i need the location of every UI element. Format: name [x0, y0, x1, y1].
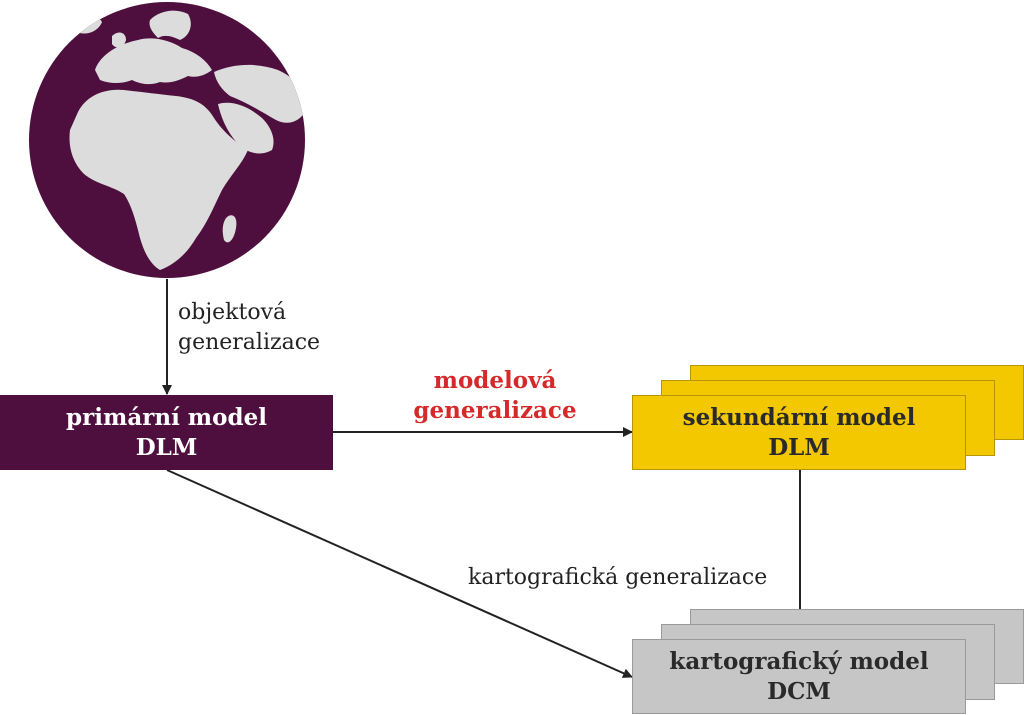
arrow-primary-to-carto	[166, 469, 633, 678]
modelova-line2: generalizace	[413, 397, 577, 424]
modelova-generalizace-label: modelová generalizace	[412, 366, 578, 426]
carto-model-box: kartografický model DCM	[632, 639, 966, 714]
primary-model-box: primární model DLM	[0, 395, 333, 470]
primary-model-acronym: DLM	[135, 433, 198, 461]
modelova-line1: modelová	[433, 367, 557, 394]
objektova-line1: objektová	[178, 300, 287, 325]
kartograficka-generalizace-label: kartografická generalizace	[468, 565, 768, 590]
objektova-line2: generalizace	[178, 330, 321, 355]
secondary-model-box: sekundární model DLM	[632, 395, 966, 470]
secondary-model-acronym: DLM	[768, 433, 830, 461]
objektova-generalizace-label: objektová generalizace	[178, 298, 320, 358]
earth-globe-icon	[29, 2, 305, 278]
primary-model-title: primární model	[66, 403, 267, 431]
secondary-model-title: sekundární model	[682, 403, 916, 431]
carto-model-title: kartografický model	[669, 647, 929, 675]
carto-model-acronym: DCM	[767, 677, 831, 705]
